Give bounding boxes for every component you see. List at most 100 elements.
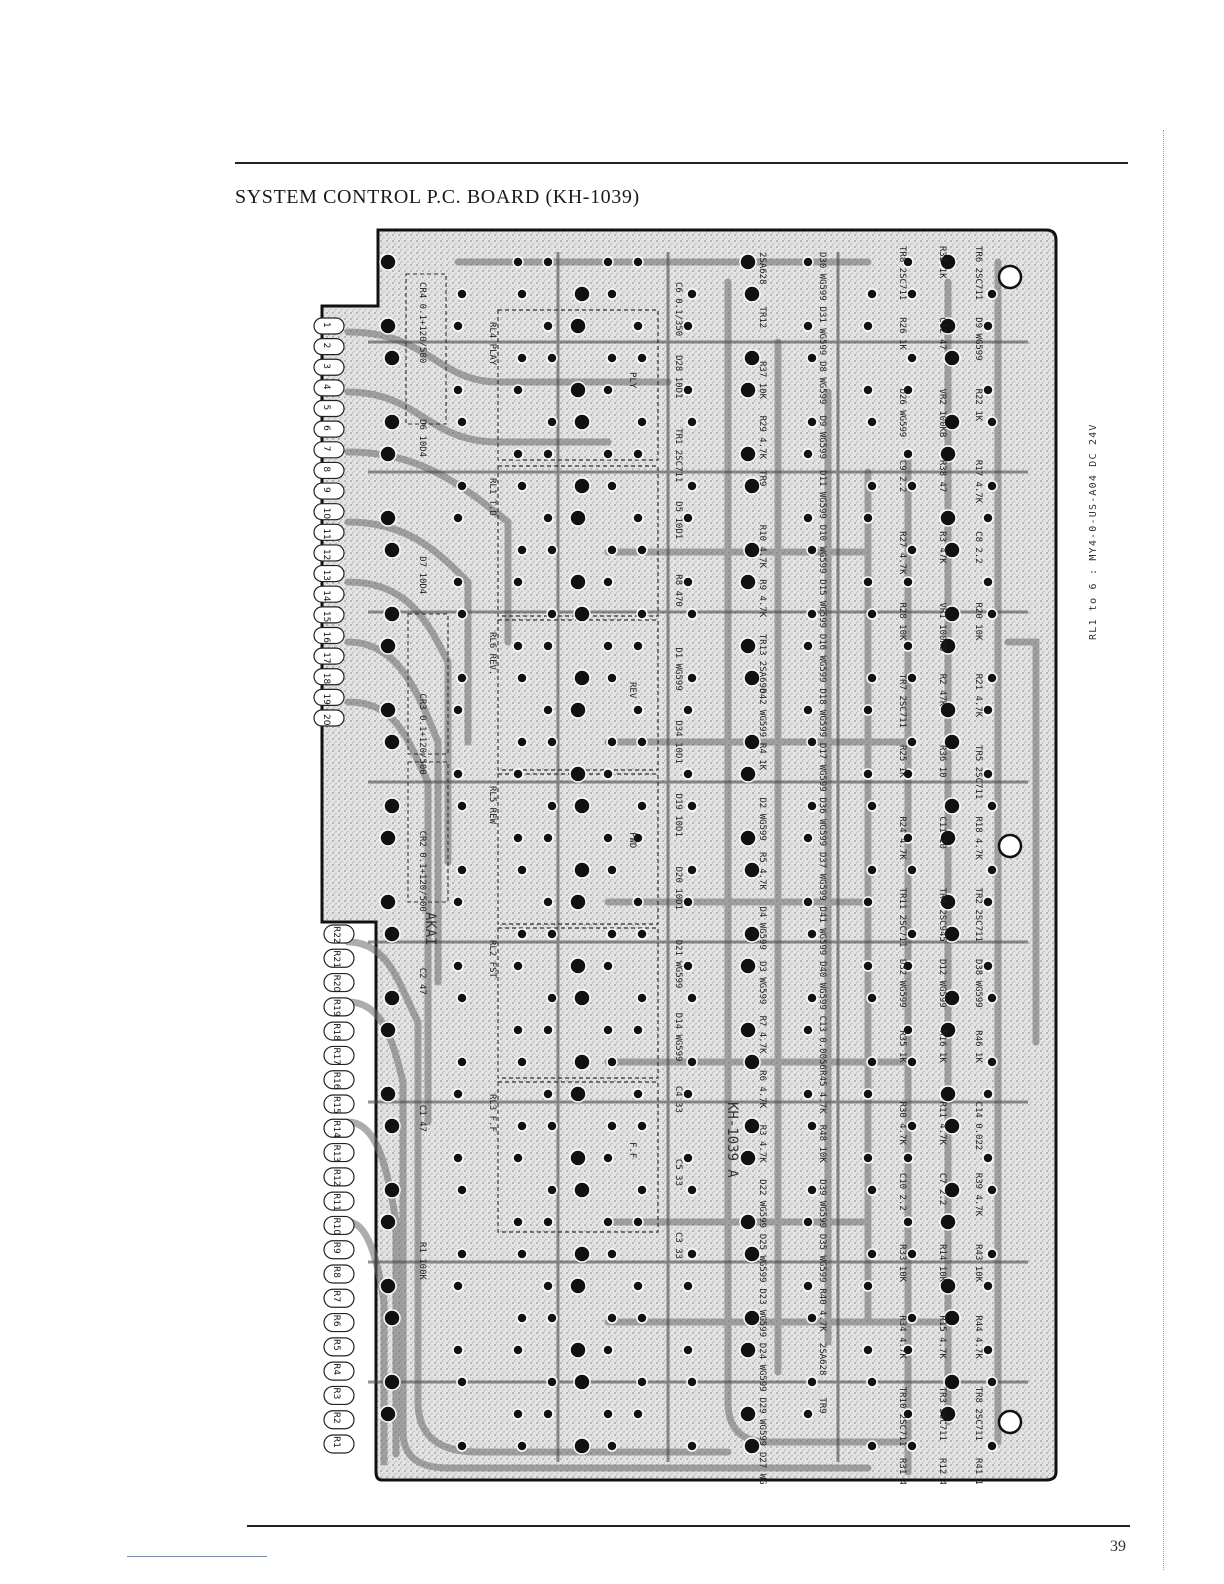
solder-pad <box>546 928 558 940</box>
component-label: D12 WG599 <box>937 959 947 1008</box>
solder-pad <box>516 1312 528 1324</box>
solder-pad <box>739 1341 757 1359</box>
component-label: D8 WG599 <box>817 361 827 404</box>
solder-pad <box>379 1277 397 1295</box>
solder-pad <box>902 448 914 460</box>
solder-pad <box>682 1152 694 1164</box>
solder-pad <box>902 1024 914 1036</box>
edge-pad-label: R7 <box>331 1290 341 1302</box>
solder-pad <box>906 1312 918 1324</box>
solder-pad <box>383 349 401 367</box>
solder-pad <box>606 544 618 556</box>
solder-pad <box>986 864 998 876</box>
solder-pad <box>906 1248 918 1260</box>
component-label: C3 33 <box>673 1232 683 1259</box>
component-label: D18 WG599 <box>817 688 827 737</box>
solder-pad <box>606 288 618 300</box>
solder-pad <box>632 1280 644 1292</box>
solder-pad <box>743 285 761 303</box>
solder-pad <box>542 1088 554 1100</box>
edge-pad <box>313 482 345 500</box>
solder-pad <box>982 1280 994 1292</box>
solder-pad <box>602 384 614 396</box>
solder-pad <box>569 1341 587 1359</box>
solder-pad <box>902 1216 914 1228</box>
solder-pad <box>866 1184 878 1196</box>
component-label: C13 0.0056 <box>817 1016 827 1070</box>
component-label: R45 4.7K <box>817 1070 827 1114</box>
component-label: R1 100K <box>417 1242 427 1281</box>
edge-pad-label: R6 <box>331 1315 341 1327</box>
solder-pad <box>632 704 644 716</box>
relay-label-rl6: RL6 REV. <box>487 632 497 675</box>
solder-pad <box>906 1440 918 1452</box>
component-label: D5 10D1 <box>673 501 683 539</box>
edge-pad-label: R13 <box>331 1145 341 1163</box>
component-label: 2SA628 <box>757 252 767 285</box>
solder-pad <box>686 480 698 492</box>
edge-pad <box>313 358 345 376</box>
solder-pad <box>906 480 918 492</box>
component-label: R37 10K <box>757 361 767 400</box>
solder-pad <box>516 480 528 492</box>
solder-pad <box>902 384 914 396</box>
solder-pad <box>516 736 528 748</box>
solder-pad <box>943 733 961 751</box>
binding-margin <box>1163 130 1164 1570</box>
solder-pad <box>743 861 761 879</box>
edge-pad-label: 8 <box>321 466 331 472</box>
edge-pad-label: R2 <box>331 1412 341 1424</box>
solder-pad <box>686 1248 698 1260</box>
solder-pad <box>682 768 694 780</box>
solder-pad <box>743 733 761 751</box>
solder-pad <box>512 1344 524 1356</box>
solder-pad <box>632 896 644 908</box>
solder-pad <box>939 445 957 463</box>
edge-pad <box>323 1070 355 1090</box>
solder-pad <box>606 1056 618 1068</box>
solder-pad <box>906 1056 918 1068</box>
solder-pad <box>379 701 397 719</box>
margin-mark <box>127 1556 267 1557</box>
solder-pad <box>939 317 957 335</box>
solder-pad <box>686 1376 698 1388</box>
solder-pad <box>806 1376 818 1388</box>
edge-pad-label: 1 <box>321 322 331 328</box>
solder-pad <box>802 1408 814 1420</box>
edge-pad-label: 19 <box>321 693 331 705</box>
component-label: CR4 0.1+120/500 <box>417 282 427 363</box>
component-label: TR5 2SC711 <box>973 745 983 799</box>
solder-pad <box>686 672 698 684</box>
solder-pad <box>982 576 994 588</box>
relay-label-rl1: RL1 T.D <box>487 478 497 516</box>
edge-pad <box>323 1215 355 1236</box>
edge-pad-label: 4 <box>321 384 331 390</box>
component-label: R17 4.7K <box>973 460 983 504</box>
solder-pad <box>573 1373 591 1391</box>
solder-pad <box>986 1248 998 1260</box>
solder-pad <box>636 352 648 364</box>
edge-pad-label: 20 <box>321 714 331 726</box>
solder-pad <box>682 512 694 524</box>
edge-pad-label: R18 <box>331 1023 341 1041</box>
solder-pad <box>943 349 961 367</box>
component-label: R21 4.7K <box>973 674 983 718</box>
solder-pad <box>739 637 757 655</box>
solder-pad <box>866 1056 878 1068</box>
component-label: R9 4.7K <box>757 579 767 618</box>
solder-pad <box>806 800 818 812</box>
component-label: R39 4.7K <box>973 1173 983 1217</box>
solder-pad <box>456 864 468 876</box>
solder-pad <box>452 768 464 780</box>
edge-pad-label: R1 <box>331 1436 341 1448</box>
component-label: D28 10D1 <box>673 355 683 398</box>
solder-pad <box>512 1216 524 1228</box>
component-label: D31 WG599 <box>817 307 827 356</box>
solder-pad <box>516 288 528 300</box>
component-label: TR8 2SC711 <box>897 246 907 300</box>
edge-pad-label: R21 <box>331 950 341 968</box>
component-label: D17 WG599 <box>817 743 827 792</box>
solder-pad <box>906 928 918 940</box>
component-label: C2 47 <box>417 968 427 995</box>
edge-pad-label: 9 <box>321 487 331 493</box>
